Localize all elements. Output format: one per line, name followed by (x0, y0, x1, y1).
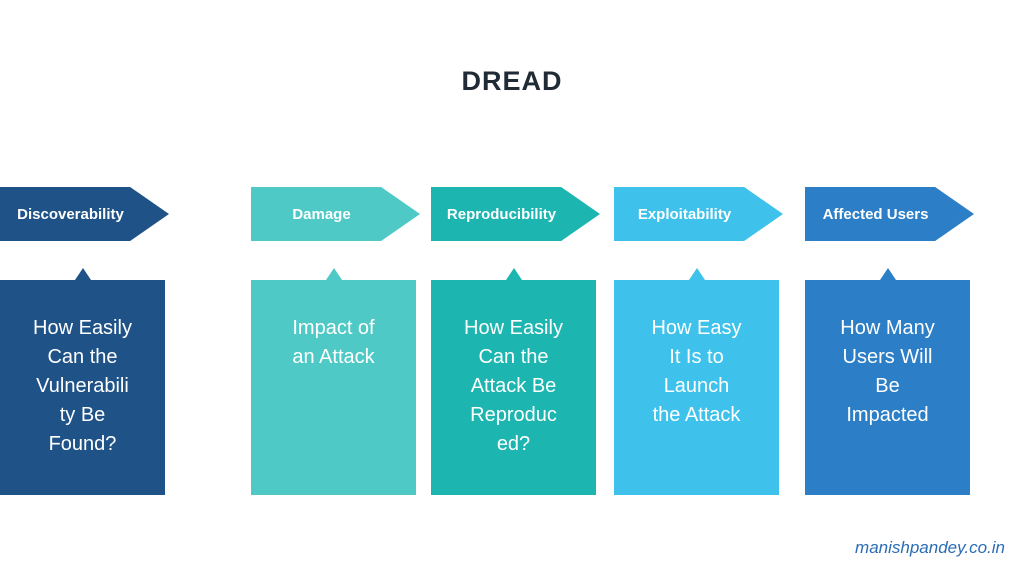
category-label: Damage (292, 205, 351, 223)
column-affected-users: Affected Users How Many Users Will Be Im… (805, 187, 974, 495)
category-label: Reproducibility (446, 205, 557, 223)
pointer-up-icon (879, 268, 896, 280)
category-arrow: Discoverability (0, 187, 169, 241)
credit-link[interactable]: manishpandey.co.in (855, 538, 1005, 557)
column-reproducibility: Reproducibility How Easily Can the Attac… (431, 187, 600, 495)
column-discoverability: Discoverability How Easily Can the Vulne… (0, 187, 169, 495)
page-title: DREAD (461, 66, 563, 96)
description-box: How Easy It Is to Launch the Attack (614, 280, 779, 495)
description-text: How Easily Can the Attack Be Reproduc ed… (464, 317, 563, 455)
pointer-up-icon (74, 268, 91, 280)
description-box: How Many Users Will Be Impacted (805, 280, 970, 495)
description-box: How Easily Can the Vulnerabili ty Be Fou… (0, 280, 165, 495)
description-box: How Easily Can the Attack Be Reproduc ed… (431, 280, 596, 495)
pointer-up-icon (325, 268, 342, 280)
description-text: How Easily Can the Vulnerabili ty Be Fou… (33, 317, 132, 455)
category-arrow: Damage (251, 187, 420, 241)
description-text: How Many Users Will Be Impacted (840, 317, 935, 426)
category-label: Affected Users (822, 205, 929, 223)
description-box: Impact of an Attack (251, 280, 416, 495)
pointer-up-icon (688, 268, 705, 280)
description-text: Impact of an Attack (292, 317, 375, 368)
category-arrow: Reproducibility (431, 187, 600, 241)
category-label: Discoverability (17, 205, 124, 223)
description-text: How Easy It Is to Launch the Attack (651, 317, 742, 426)
column-exploitability: Exploitability How Easy It Is to Launch … (614, 187, 783, 495)
category-arrow: Affected Users (805, 187, 974, 241)
category-label: Exploitability (637, 205, 732, 223)
category-arrow: Exploitability (614, 187, 783, 241)
column-damage: Damage Impact of an Attack (251, 187, 420, 495)
pointer-up-icon (505, 268, 522, 280)
